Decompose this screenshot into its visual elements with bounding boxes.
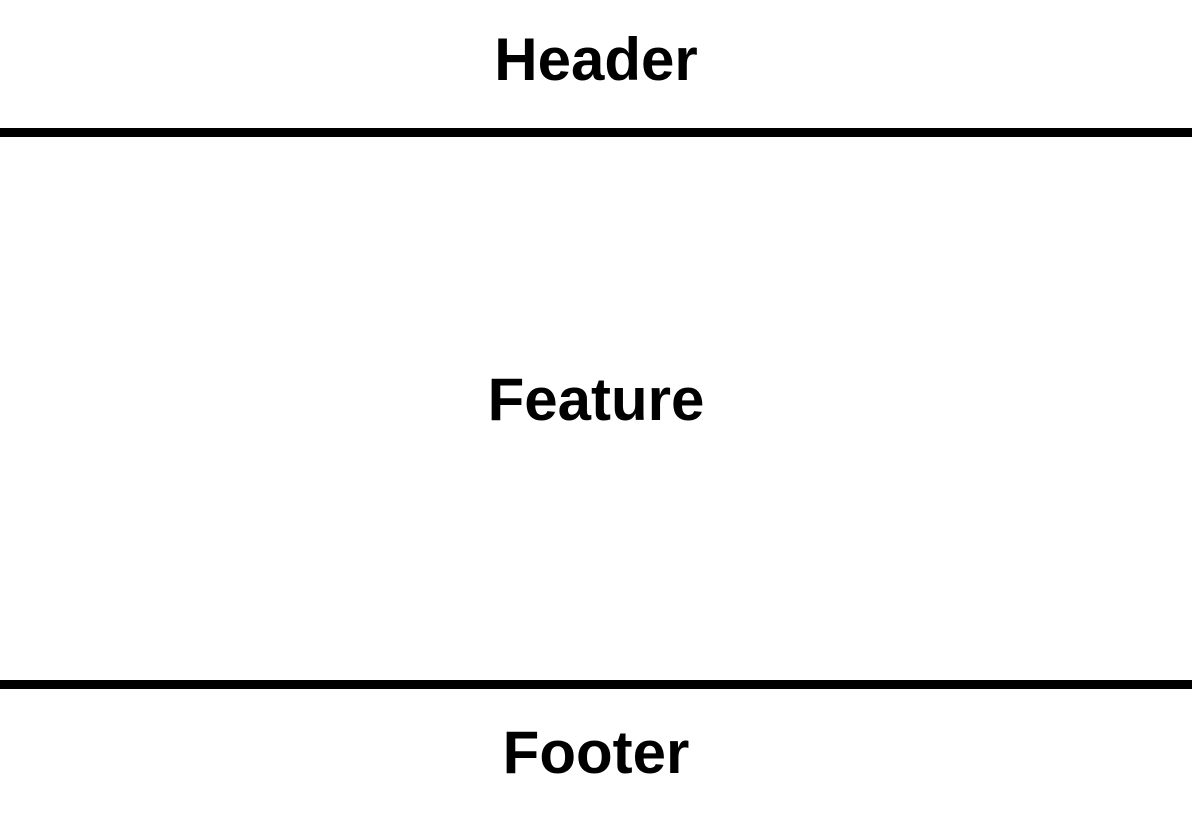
footer-label: Footer (502, 719, 690, 786)
footer-divider (0, 680, 1192, 689)
feature-label: Feature (487, 366, 705, 433)
header-label: Header (494, 26, 698, 93)
header-divider (0, 128, 1192, 137)
